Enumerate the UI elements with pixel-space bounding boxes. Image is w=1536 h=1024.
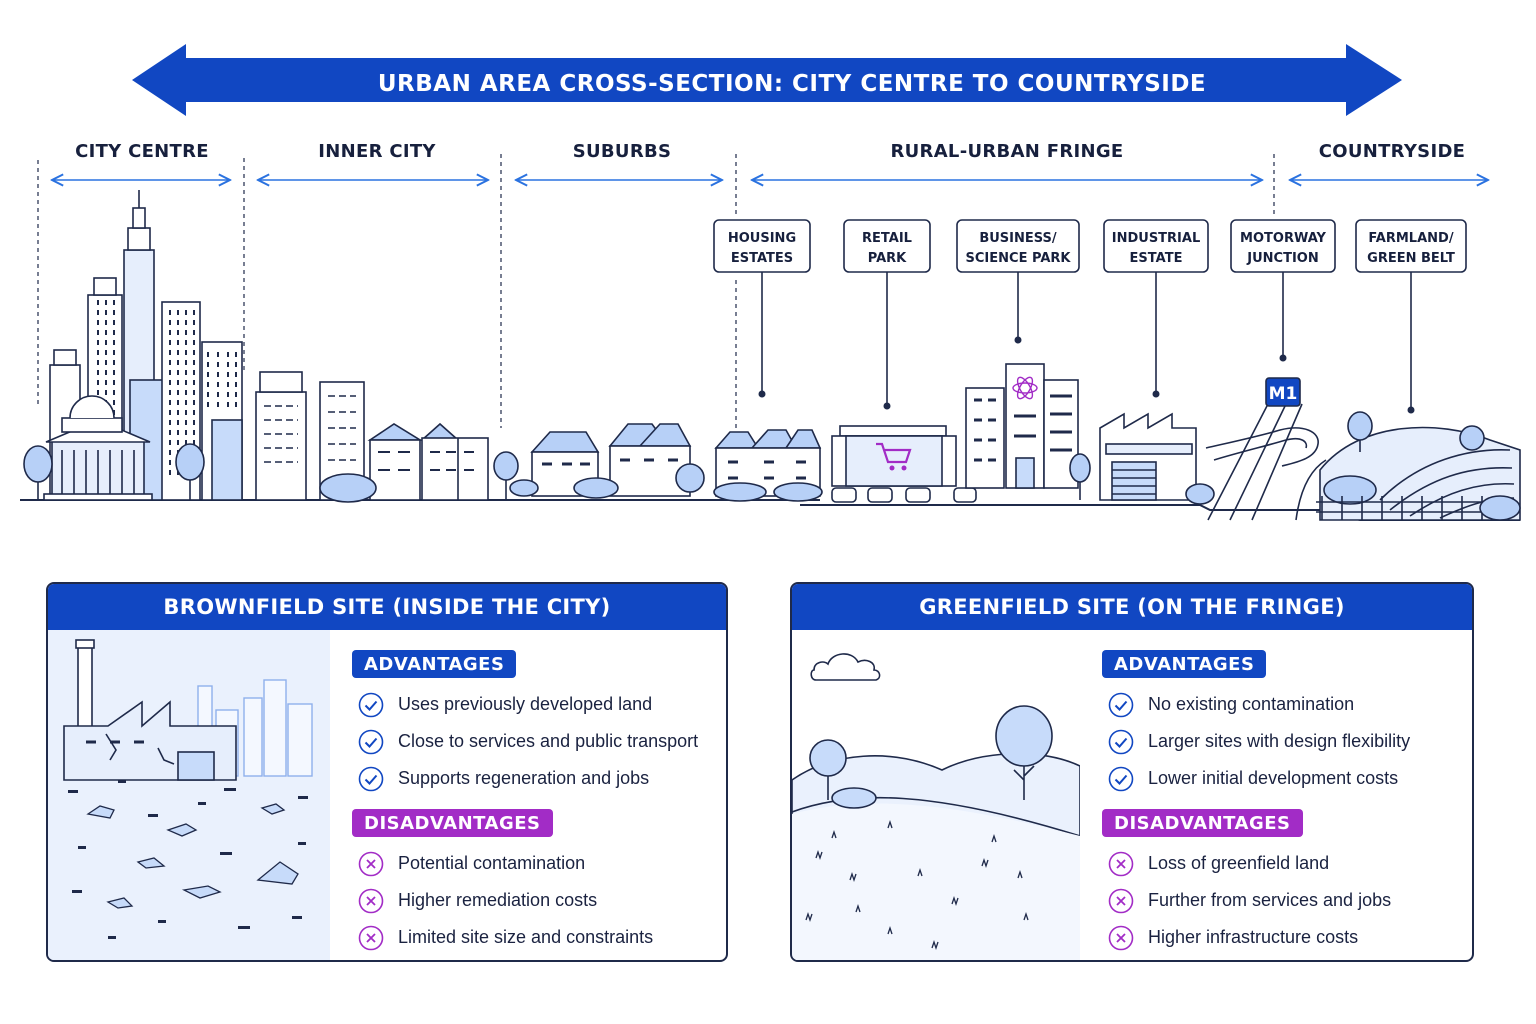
greenfield-disadvantages-list: Loss of greenfield land Further from ser… — [1102, 845, 1410, 956]
brownfield-advantages-label: ADVANTAGES — [352, 650, 517, 678]
svg-text:INDUSTRIAL: INDUSTRIAL — [1112, 231, 1201, 246]
callout-farmland-green-belt: FARMLAND/ GREEN BELT — [1355, 219, 1467, 414]
brownfield-illustration — [48, 630, 330, 960]
svg-text:MOTORWAY: MOTORWAY — [1240, 231, 1326, 246]
greenfield-advantages-list: No existing contamination Larger sites w… — [1102, 686, 1410, 797]
list-item: Uses previously developed land — [352, 686, 698, 723]
svg-text:ESTATE: ESTATE — [1130, 251, 1183, 266]
check-circle-icon — [358, 729, 384, 754]
x-circle-icon — [1108, 851, 1134, 876]
zone-label-inner-city: INNER CITY — [318, 141, 436, 162]
check-circle-icon — [358, 766, 384, 791]
x-circle-icon — [358, 925, 384, 950]
greenfield-disadvantages-label: DISADVANTAGES — [1102, 809, 1303, 837]
atom-icon — [1012, 376, 1038, 400]
callout-housing-estates: HOUSING ESTATES — [713, 219, 811, 398]
list-item: No existing contamination — [1102, 686, 1410, 723]
greenfield-panel: GREENFIELD SITE (ON THE FRINGE) ADVANTAG… — [790, 582, 1474, 962]
industrial-estate-factory — [1099, 412, 1215, 505]
svg-text:GREEN BELT: GREEN BELT — [1367, 251, 1455, 266]
list-item: Higher remediation costs — [352, 882, 698, 919]
svg-text:SCIENCE PARK: SCIENCE PARK — [966, 251, 1072, 266]
svg-text:FARMLAND/: FARMLAND/ — [1368, 231, 1453, 246]
inner-city-buildings — [255, 371, 519, 503]
x-circle-icon — [1108, 888, 1134, 913]
x-circle-icon — [1108, 925, 1134, 950]
suburban-houses — [509, 423, 705, 499]
housing-estates-houses — [713, 429, 823, 502]
svg-text:PARK: PARK — [868, 251, 907, 266]
list-item: Potential contamination — [352, 845, 698, 882]
brownfield-title: BROWNFIELD SITE (INSIDE THE CITY) — [48, 584, 726, 630]
svg-text:JUNCTION: JUNCTION — [1246, 251, 1318, 266]
shopping-cart-icon — [876, 442, 912, 464]
callout-business-science-park: BUSINESS/ SCIENCE PARK — [956, 219, 1080, 344]
check-circle-icon — [1108, 692, 1134, 717]
greenfield-advantages-label: ADVANTAGES — [1102, 650, 1267, 678]
title-banner: URBAN AREA CROSS-SECTION: CITY CENTRE TO… — [132, 44, 1402, 116]
brownfield-disadvantages-list: Potential contamination Higher remediati… — [352, 845, 698, 956]
city-centre-skyline — [23, 190, 243, 501]
list-item: Supports regeneration and jobs — [352, 760, 698, 797]
list-item: Loss of greenfield land — [1102, 845, 1410, 882]
diagram-title: URBAN AREA CROSS-SECTION: CITY CENTRE TO… — [378, 71, 1206, 97]
svg-text:HOUSING: HOUSING — [728, 231, 796, 246]
zone-dividers — [37, 154, 1275, 430]
check-circle-icon — [1108, 766, 1134, 791]
brownfield-disadvantages-label: DISADVANTAGES — [352, 809, 553, 837]
list-item: Limited site size and constraints — [352, 919, 698, 956]
greenfield-illustration — [792, 630, 1080, 960]
callout-retail-park: RETAIL PARK — [843, 219, 931, 410]
brownfield-panel: BROWNFIELD SITE (INSIDE THE CITY) — [46, 582, 728, 962]
list-item: Lower initial development costs — [1102, 760, 1410, 797]
retail-park-building — [831, 425, 977, 503]
x-circle-icon — [358, 888, 384, 913]
zone-label-city-centre: CITY CENTRE — [75, 141, 209, 162]
brownfield-list: ADVANTAGES Uses previously developed lan… — [352, 650, 698, 956]
callout-industrial-estate: INDUSTRIAL ESTATE — [1103, 219, 1209, 398]
x-circle-icon — [358, 851, 384, 876]
countryside-farmland — [1316, 411, 1521, 521]
zone-label-rural-urban-fringe: RURAL-URBAN FRINGE — [890, 141, 1123, 162]
brownfield-advantages-list: Uses previously developed land Close to … — [352, 686, 698, 797]
check-circle-icon — [1108, 729, 1134, 754]
cross-section-diagram: URBAN AREA CROSS-SECTION: CITY CENTRE TO… — [20, 44, 1521, 521]
svg-text:BUSINESS/: BUSINESS/ — [979, 231, 1057, 246]
check-circle-icon — [358, 692, 384, 717]
motorway-sign: M1 — [1269, 384, 1298, 404]
list-item: Larger sites with design flexibility — [1102, 723, 1410, 760]
science-park-buildings — [965, 363, 1091, 500]
motorway-junction — [1205, 377, 1327, 521]
list-item: Further from services and jobs — [1102, 882, 1410, 919]
zone-label-suburbs: SUBURBS — [573, 141, 672, 162]
greenfield-title: GREENFIELD SITE (ON THE FRINGE) — [792, 584, 1472, 630]
cloud-icon — [810, 653, 881, 681]
callout-motorway-junction: MOTORWAY JUNCTION — [1230, 219, 1336, 362]
zone-label-countryside: COUNTRYSIDE — [1319, 141, 1466, 162]
svg-text:RETAIL: RETAIL — [862, 231, 912, 246]
list-item: Close to services and public transport — [352, 723, 698, 760]
greenfield-list: ADVANTAGES No existing contamination Lar… — [1102, 650, 1410, 956]
svg-text:ESTATES: ESTATES — [731, 251, 793, 266]
list-item: Higher infrastructure costs — [1102, 919, 1410, 956]
